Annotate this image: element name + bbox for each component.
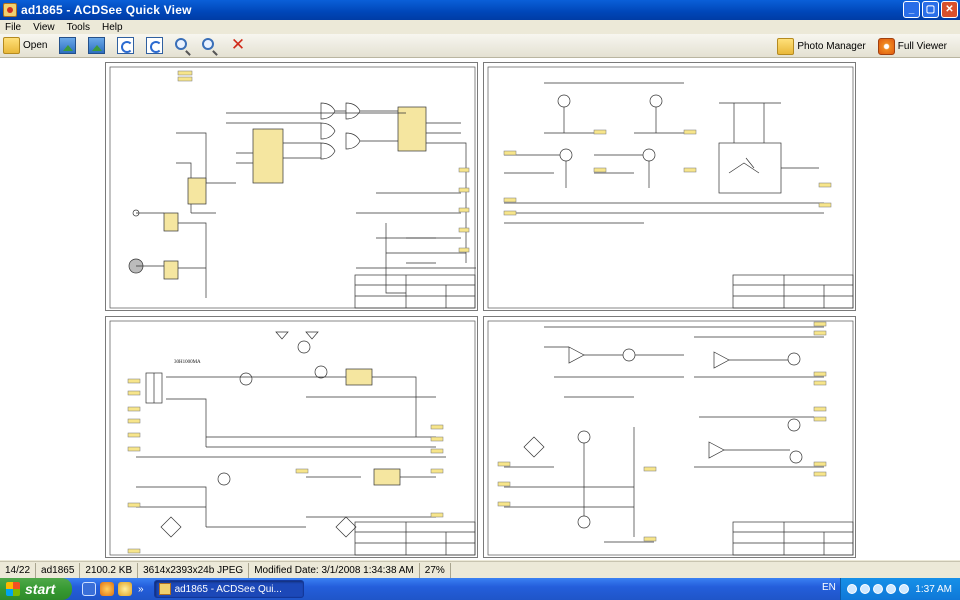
schematic-sheet-digital [105,62,478,311]
rotate-right-icon [146,37,164,54]
schematic-sheet-regulators [483,316,856,558]
zoom-out-button[interactable] [199,36,220,56]
menu-view[interactable]: View [33,21,55,33]
task-label: ad1865 - ACDSee Qui... [174,583,282,595]
schematic-sheet-output-stage [483,62,856,311]
next-image-icon [88,37,106,54]
windows-logo-icon [6,582,20,596]
zoom-in-button[interactable] [172,36,193,56]
language-indicator[interactable]: EN [822,582,836,593]
acdsee-task-icon [158,583,171,595]
rotate-left-button[interactable] [114,36,137,56]
full-viewer-label: Full Viewer [897,40,947,52]
restore-button[interactable]: ▢ [922,1,939,18]
system-tray: 1:37 AM [840,578,960,600]
start-label: start [25,581,56,597]
photo-manager-button[interactable]: Photo Manager [774,36,868,56]
photo-manager-icon [777,37,795,55]
show-desktop-icon[interactable] [82,582,96,596]
title-bar: ad1865 - ACDSee Quick View _ ▢ ✕ [0,0,960,20]
minimize-button[interactable]: _ [903,1,920,18]
taskbar: start » ad1865 - ACDSee Qui... EN 1:37 A… [0,578,960,600]
full-viewer-button[interactable]: Full Viewer [875,36,950,56]
menu-bar: File View Tools Help [0,20,960,34]
rotate-left-icon [117,37,135,54]
menu-help[interactable]: Help [101,21,123,33]
zoom-out-icon [202,38,215,50]
quick-launch [82,582,132,596]
status-dimensions: 3614x2393x24b JPEG [138,562,250,578]
next-image-button[interactable] [85,36,108,56]
tray-network-icon[interactable] [847,584,857,594]
tray-bluetooth-icon[interactable] [873,584,883,594]
status-zoom: 27% [420,562,451,578]
menu-tools[interactable]: Tools [66,21,90,33]
close-button[interactable]: ✕ [941,1,958,18]
folder-open-icon [3,37,20,54]
taskbar-window-button[interactable]: ad1865 - ACDSee Qui... [153,580,304,598]
full-viewer-icon [877,37,895,55]
rotate-right-button[interactable] [143,36,166,56]
photo-manager-label: Photo Manager [797,40,866,52]
schematic-sheet-power-supply: 30H1000MA [105,316,478,558]
acdsee-app-icon[interactable] [3,3,17,17]
status-filesize: 2100.2 KB [80,562,139,578]
start-button[interactable]: start [0,578,72,600]
zoom-in-icon [175,38,188,50]
image-viewer[interactable]: 30H1000MA [0,58,960,560]
browser-icon[interactable] [100,582,114,596]
quick-launch-chevron-icon[interactable]: » [138,583,144,595]
status-filename: ad1865 [36,562,81,578]
previous-image-icon [59,37,77,54]
psu-transformer-label: 30H1000MA [174,360,201,365]
previous-image-button[interactable] [56,36,79,56]
schematic-drawing [109,66,476,309]
toolbar: Open ✕ Photo Manager Full Viewer [0,34,960,58]
window-title: ad1865 - ACDSee Quick View [21,3,192,17]
delete-button[interactable]: ✕ [226,36,249,56]
tray-monitor-icon[interactable] [899,584,909,594]
tray-volume-icon[interactable] [860,584,870,594]
delete-icon: ✕ [230,35,246,55]
clock[interactable]: 1:37 AM [915,583,952,595]
status-bar: 14/22 ad1865 2100.2 KB 3614x2393x24b JPE… [0,561,960,578]
open-button[interactable]: Open [0,36,50,56]
open-label: Open [23,40,48,51]
status-modified-date: Modified Date: 3/1/2008 1:34:38 AM [249,562,420,578]
menu-file[interactable]: File [5,21,22,33]
tray-security-icon[interactable] [886,584,896,594]
media-icon[interactable] [118,582,132,596]
status-index: 14/22 [0,562,37,578]
